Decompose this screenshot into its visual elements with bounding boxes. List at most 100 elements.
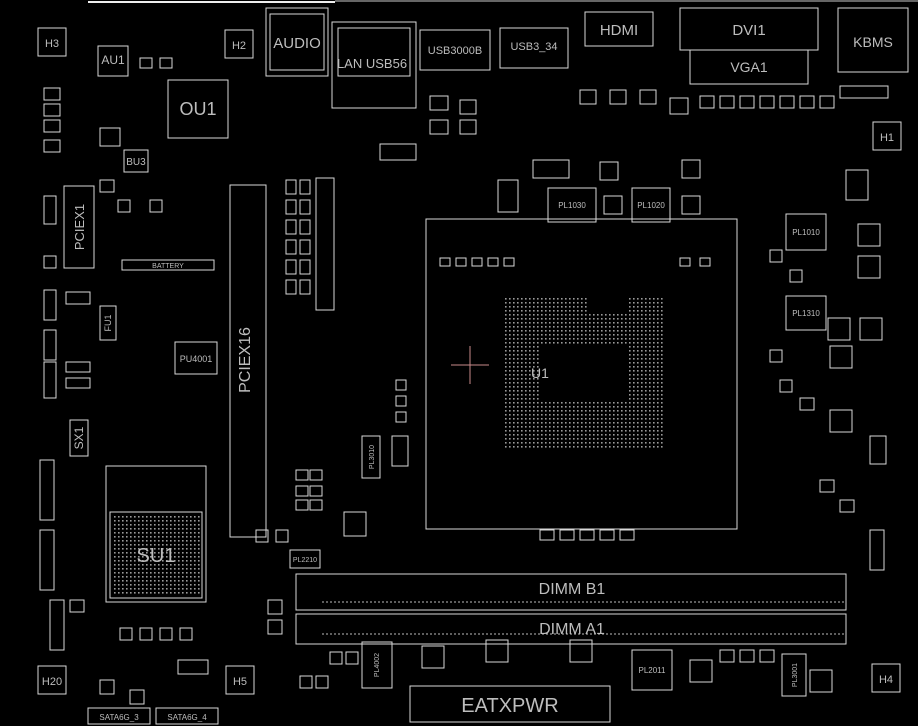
pin-dot xyxy=(657,414,659,416)
pin-dot xyxy=(629,362,631,364)
pl2011-choke xyxy=(631,649,673,691)
pin-dot xyxy=(154,548,156,550)
pin-dot xyxy=(541,422,543,424)
pin-dot xyxy=(553,430,555,432)
pin-dot xyxy=(549,334,551,336)
pin-dot xyxy=(545,434,547,436)
header-column xyxy=(315,177,335,311)
pin-dot xyxy=(517,366,519,368)
pin-dot xyxy=(641,306,643,308)
pin-dot xyxy=(537,314,539,316)
pin-dot xyxy=(653,334,655,336)
pin-dot xyxy=(134,584,136,586)
pin-dot xyxy=(194,536,196,538)
pin-dot xyxy=(521,422,523,424)
pin-dot xyxy=(637,362,639,364)
component-footprint xyxy=(299,199,311,215)
pin-dot xyxy=(186,564,188,566)
pin-dot xyxy=(561,406,563,408)
pin-dot xyxy=(505,394,507,396)
pin-dot xyxy=(142,540,144,542)
pin-dot xyxy=(194,568,196,570)
fu1-label: FU1 xyxy=(103,314,113,331)
component-footprint xyxy=(455,257,467,267)
pin-dot xyxy=(545,322,547,324)
pin-dot xyxy=(118,536,120,538)
pin-dot xyxy=(505,322,507,324)
pin-dot xyxy=(529,306,531,308)
pin-dot xyxy=(114,516,116,518)
pin-dot xyxy=(114,536,116,538)
pin-dot xyxy=(194,564,196,566)
pin-dot xyxy=(609,430,611,432)
pin-dot xyxy=(114,576,116,578)
component-footprint xyxy=(395,411,407,423)
pin-dot xyxy=(633,398,635,400)
pin-dot xyxy=(597,438,599,440)
pin-dot xyxy=(541,342,543,344)
pin-dot xyxy=(553,330,555,332)
pin-dot xyxy=(541,426,543,428)
pin-dot xyxy=(565,342,567,344)
pin-dot xyxy=(533,342,535,344)
pin-dot xyxy=(661,374,663,376)
pin-dot xyxy=(170,552,172,554)
pin-dot xyxy=(617,314,619,316)
pin-dot xyxy=(134,552,136,554)
pin-dot xyxy=(581,426,583,428)
pin-dot xyxy=(573,298,575,300)
pin-dot xyxy=(581,446,583,448)
pin-dot xyxy=(505,414,507,416)
pin-dot xyxy=(613,422,615,424)
pin-dot xyxy=(553,422,555,424)
pin-dot xyxy=(138,580,140,582)
pin-dot xyxy=(513,338,515,340)
pin-dot xyxy=(505,402,507,404)
pin-dot xyxy=(637,358,639,360)
pin-dot xyxy=(118,544,120,546)
pin-dot xyxy=(569,438,571,440)
component-footprint xyxy=(769,349,783,363)
pin-dot xyxy=(509,410,511,412)
pin-dot xyxy=(569,330,571,332)
pin-dot xyxy=(142,556,144,558)
component-footprint xyxy=(299,279,311,295)
component-footprint xyxy=(439,257,451,267)
pin-dot xyxy=(661,430,663,432)
pin-dot xyxy=(142,592,144,594)
pin-dot xyxy=(581,342,583,344)
pin-dot xyxy=(637,366,639,368)
pin-dot xyxy=(541,430,543,432)
pin-dot xyxy=(641,442,643,444)
pin-dot xyxy=(529,318,531,320)
pin-dot xyxy=(162,520,164,522)
pin-dot xyxy=(553,322,555,324)
pin-dot xyxy=(625,446,627,448)
component-footprint xyxy=(421,645,445,669)
pin-dot xyxy=(661,382,663,384)
pin-dot xyxy=(505,442,507,444)
pin-dot xyxy=(126,528,128,530)
pin-dot xyxy=(629,302,631,304)
pin-dot xyxy=(581,430,583,432)
pin-dot xyxy=(577,442,579,444)
pin-dot xyxy=(517,414,519,416)
pin-dot xyxy=(537,342,539,344)
pl1020-label: PL1020 xyxy=(637,201,665,210)
component-footprint xyxy=(799,397,815,411)
pin-dot xyxy=(593,338,595,340)
pin-dot xyxy=(517,390,519,392)
pin-dot xyxy=(521,446,523,448)
pin-dot xyxy=(154,540,156,542)
pin-dot xyxy=(190,544,192,546)
pin-dot xyxy=(657,298,659,300)
pin-dot xyxy=(593,446,595,448)
pin-dot xyxy=(577,422,579,424)
pin-dot xyxy=(190,532,192,534)
component-footprint xyxy=(603,195,623,215)
pin-dot xyxy=(625,418,627,420)
pin-dot xyxy=(593,326,595,328)
pin-dot xyxy=(573,422,575,424)
pin-dot xyxy=(573,438,575,440)
pin-dot xyxy=(533,346,535,348)
